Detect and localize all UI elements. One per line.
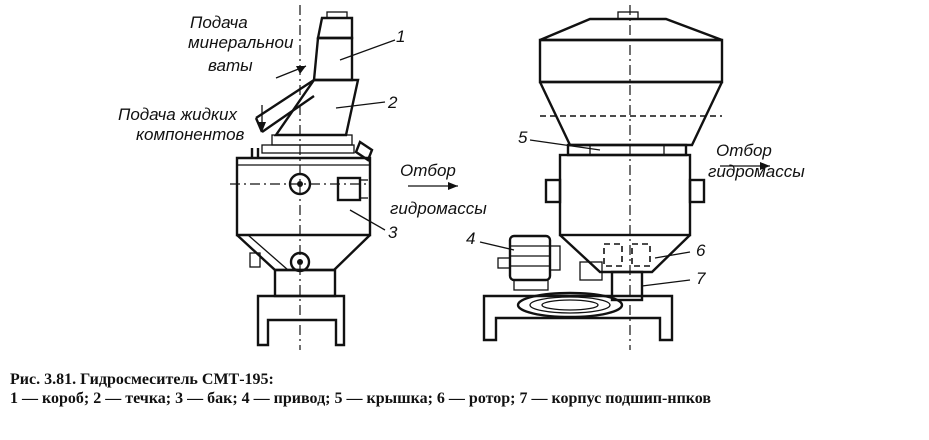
callout-2: 2 — [387, 93, 398, 112]
liquid-feed-label-2: компонентов — [136, 125, 245, 144]
rotor-part-6 — [603, 243, 651, 267]
caption-title: Рис. 3.81. Гидросмеситель СМТ-195: — [10, 371, 274, 388]
drive-part-4 — [497, 234, 561, 291]
cover-part-5 — [566, 143, 688, 157]
caption-legend: 1 — короб; 2 — течка; 3 — бак; 4 — приво… — [10, 390, 712, 407]
callout-6: 6 — [696, 241, 706, 260]
callout-5: 5 — [518, 128, 528, 147]
callout-3: 3 — [388, 223, 398, 242]
tank-part-3 — [235, 156, 372, 273]
hydromass-right-label-1: Отбор — [716, 141, 772, 160]
mixer-diagram: Подача минеральнои ваты Подача жидких ко… — [118, 5, 805, 350]
hydromass-left-label-1: Отбор — [400, 161, 456, 180]
hydromass-right-label-2: гидромассы — [708, 162, 805, 181]
callout-7: 7 — [696, 269, 706, 288]
mineral-wool-label-3: ваты — [208, 56, 253, 75]
left-side-view — [230, 5, 458, 350]
liquid-feed-label-1: Подача жидких — [118, 105, 237, 124]
hydromass-left-label-2: гидромассы — [390, 199, 487, 218]
mineral-wool-label-1: Подача — [190, 13, 248, 32]
callout-1: 1 — [396, 27, 405, 46]
mineral-wool-label-2: минеральнои — [188, 33, 294, 52]
figure-caption: Рис. 3.81. Гидросмеситель СМТ-195: 1 — к… — [10, 370, 920, 408]
right-front-view — [479, 5, 770, 350]
callout-4: 4 — [466, 229, 475, 248]
box-part-1 — [312, 11, 354, 82]
